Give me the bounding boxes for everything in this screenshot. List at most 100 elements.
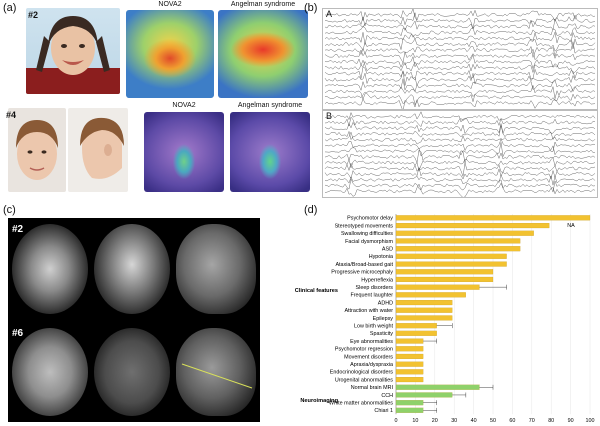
panel-b-letter: (b) [304,2,318,14]
category-label: Normal brain MRI [351,385,393,391]
mri-case-label-6: #6 [12,328,24,339]
eeg-channel-trace [324,41,596,59]
eeg-channel-trace [324,178,596,193]
eeg-channel-trace [324,31,596,45]
eeg-channel-trace [324,98,596,109]
category-label: Spasticity [370,331,393,337]
eeg-trace-b [322,110,598,198]
category-label: Psychomotor regression [335,347,393,353]
bar-psychomotor-delay [395,215,591,221]
category-label: Eye abnormalities [350,339,393,345]
bar-white-matter-abnormalities [395,400,424,406]
mri-sagittal-case2 [176,224,256,314]
eeg-trace-a-plot [324,9,596,109]
x-tick-label: 0 [395,418,398,424]
category-label: Attraction with water [344,308,393,314]
panel-a-letter: (a) [3,2,17,14]
eeg-channel-trace [324,157,596,172]
patient-photo-case4-front [8,108,66,192]
heatmap-title-angelman-row2: Angelman syndrome [237,102,303,109]
eeg-channel-trace [324,18,596,31]
child-front-illustration [16,120,58,180]
eeg-trace-a [322,8,598,110]
bar-hypotonia [395,253,507,259]
eeg-channel-trace [324,38,596,52]
x-tick-label: 70 [529,418,535,424]
category-label: Ataxia/Broad-based gait [335,262,393,268]
bar-apraxia-dyspraxia [395,361,424,367]
child-face-illustration [26,16,120,94]
category-label: Sleep disorders [356,285,394,291]
category-label: Facial dysmorphism [345,239,393,245]
eeg-channel-trace [324,125,596,141]
bar-swallowing-difficulties [395,230,534,236]
eeg-channel-trace [324,174,596,186]
eeg-channel-trace [324,167,596,180]
bar-attraction-with-water [395,307,453,313]
eeg-channel-trace [324,59,596,74]
patient-photo-case4-profile [68,108,128,192]
category-label: Psychomotor delay [347,216,393,222]
eeg-channel-trace [324,78,596,92]
heatmap-title-angelman: Angelman syndrome [230,1,296,8]
na-annotation: NA [567,223,575,229]
bar-progressive-microcephaly [395,269,494,275]
mri-measure-line [181,363,253,389]
x-tick-label: 80 [548,418,554,424]
category-label: Hyperreflexia [361,277,393,283]
eeg-channel-trace [324,116,596,127]
x-tick-label: 50 [490,418,496,424]
bar-epilepsy [395,315,453,321]
category-label: Stereotyped movements [335,223,394,229]
x-tick-label: 90 [568,418,574,424]
bar-low-birth-weight [395,323,437,329]
bar-endocrinological-disorders [395,369,424,375]
mri-axial2-case6 [94,328,170,416]
eeg-channel-trace [324,66,595,81]
category-label: Frequent laughter [350,293,393,299]
bar-normal-brain-mri [395,384,480,390]
category-label: Progressive microcephaly [331,270,393,276]
eeg-channel-trace [324,162,596,177]
x-tick-label: 40 [471,418,477,424]
eeg-trace-b-plot [324,111,596,197]
patient-photo-case2 [26,8,120,94]
x-tick-label: 100 [586,418,595,424]
bar-ataxia-broad-based-gait [395,261,507,267]
category-label: Swallowing difficulties [341,231,393,237]
heatmap-title-nova2-row2: NOVA2 [172,102,196,109]
mri-panel: #2 #6 [8,218,260,422]
category-label: Epilepsy [373,316,394,322]
bar-hyperreflexia [395,276,494,283]
category-label: Movement disorders [344,354,393,360]
heatmap-angelman-case4 [230,112,310,192]
case-label-4: #4 [6,110,17,120]
chart-bars [395,215,591,413]
heatmap-nova2-case2 [126,10,214,98]
eeg-channel-trace [324,142,596,158]
eeg-channel-trace [324,54,596,70]
group-label-clinical: Clinical features [295,288,338,294]
heatmap-title-nova2: NOVA2 [158,1,182,8]
child-profile-illustration [80,117,124,179]
bar-urogenital-abnormalities [395,377,424,383]
x-tick-label: 30 [451,418,457,424]
eeg-channel-trace [324,9,596,22]
eeg-channel-trace [324,111,596,123]
heatmap-angelman-case2 [218,10,308,98]
bar-chiari-1 [395,407,424,413]
bar-psychomotor-regression [395,346,424,352]
bar-facial-dysmorphism [395,238,521,244]
eeg-channel-trace [324,12,596,29]
eeg-channel-trace [324,138,596,152]
case-label-2: #2 [28,10,39,20]
mri-axial-case6 [12,328,88,416]
chart-gridlines [395,214,591,415]
eeg-channel-trace [324,26,596,38]
x-tick-label: 60 [509,418,515,424]
x-tick-label: 20 [432,418,438,424]
bar-stereotyped-movements [395,223,550,229]
